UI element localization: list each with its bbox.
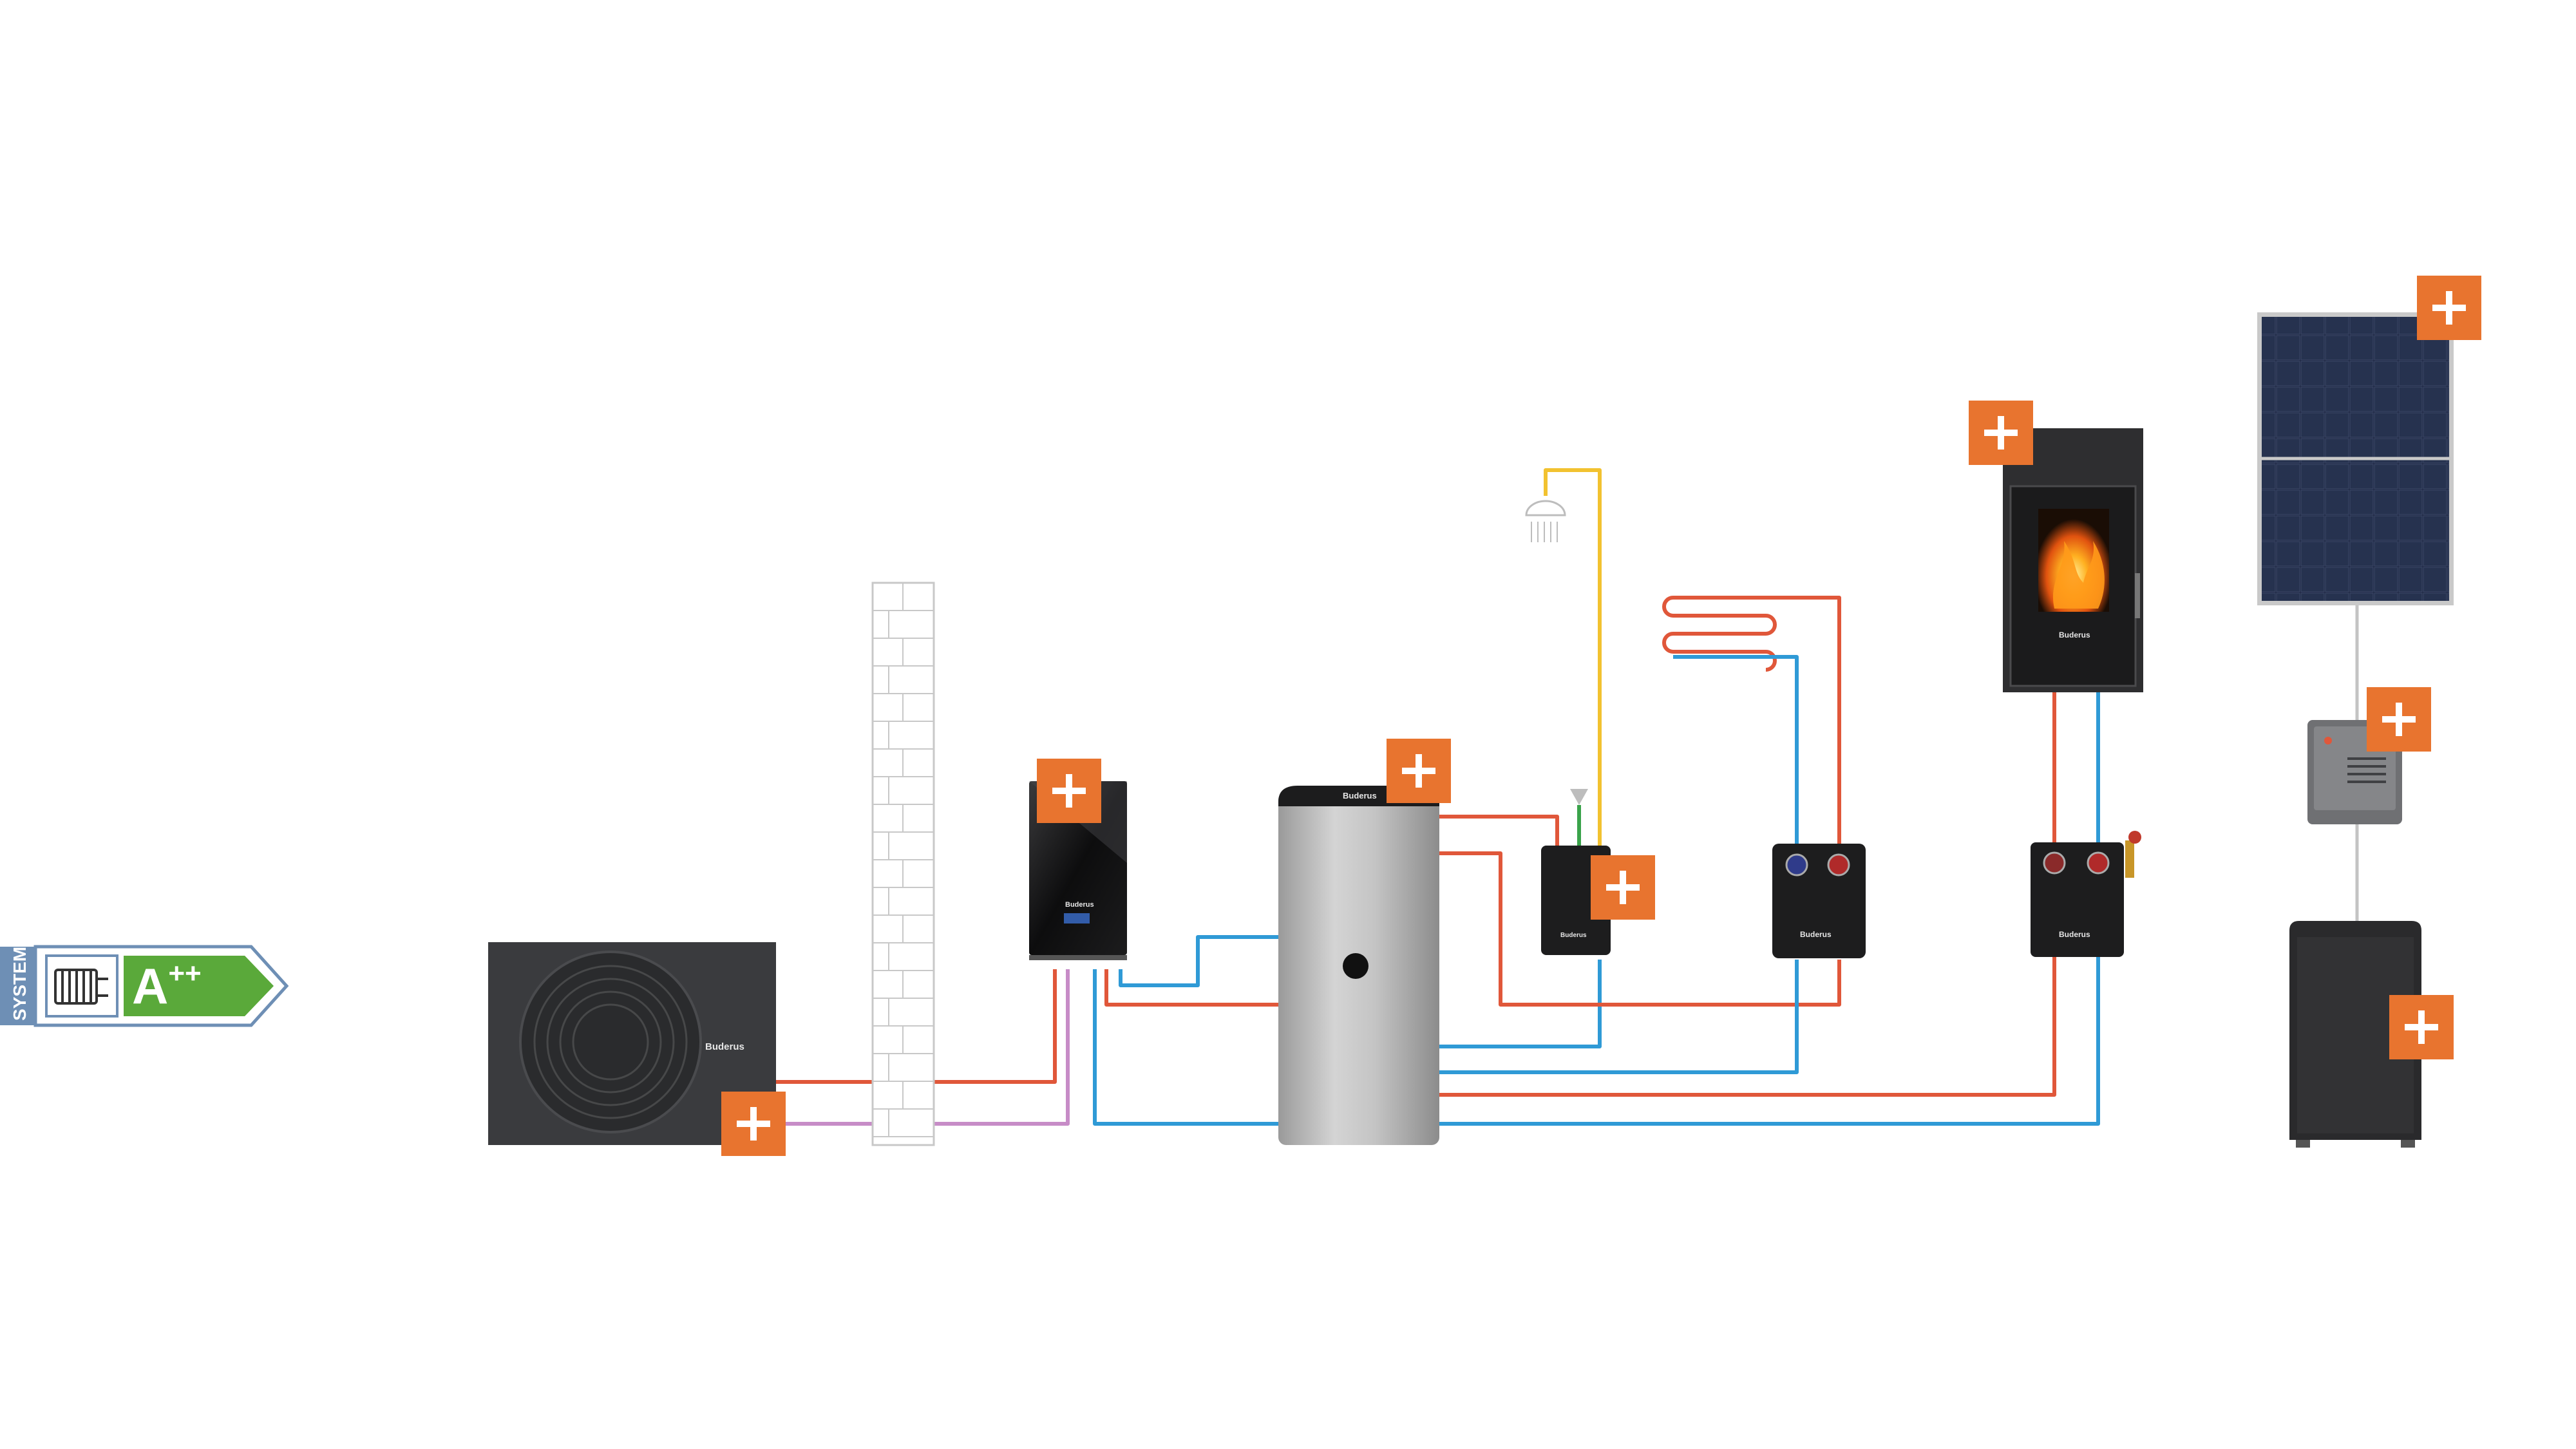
pipe-indoor-to-tank-hot xyxy=(1104,969,1278,1007)
stove: Buderus xyxy=(2003,428,2143,692)
plus-icon xyxy=(2432,291,2466,325)
inlet-valve-icon xyxy=(1570,789,1588,805)
pipe-tank-to-stove-station-cold xyxy=(1439,953,2100,1126)
stove-return-gauge-icon xyxy=(2043,851,2066,875)
pipes xyxy=(776,468,2359,1126)
energy-label-tab xyxy=(0,947,35,1025)
stove-supply-gauge-icon xyxy=(2087,851,2110,875)
storage-tank-brand: Buderus xyxy=(1343,791,1377,800)
pipe-tank-to-hcm-cold xyxy=(1439,960,1799,1074)
battery-storage xyxy=(2289,921,2421,1148)
pipe-underfloor-coil-cold xyxy=(1673,655,1799,850)
plus-button-stove[interactable] xyxy=(1969,401,2033,465)
indoor-unit-display xyxy=(1064,913,1090,923)
plus-button-inverter[interactable] xyxy=(2367,687,2431,752)
energy-label: SYSTEM A++ xyxy=(0,945,289,1027)
supply-temperature-gauge-icon xyxy=(1827,853,1850,876)
flame-icon xyxy=(2052,541,2105,609)
plus-button-fresh-water-station[interactable] xyxy=(1591,855,1655,920)
plus-icon xyxy=(2405,1010,2438,1044)
pipe-dhw-shower xyxy=(1544,468,1602,850)
plus-icon xyxy=(1606,871,1640,904)
storage-tank-port xyxy=(1343,953,1368,979)
radiator-icon xyxy=(54,969,108,1005)
pipe-tank-to-hcm-hot xyxy=(1439,851,1841,1007)
pipe-tank-to-stove-station-hot xyxy=(1439,953,2056,1097)
stove-brand: Buderus xyxy=(2059,630,2090,639)
plus-button-storage-tank[interactable] xyxy=(1387,739,1451,803)
pipe-heatpump-supply xyxy=(776,969,1057,1084)
plus-icon xyxy=(2382,703,2416,736)
energy-label-grade: A++ xyxy=(132,958,202,1014)
plus-icon xyxy=(1402,754,1435,788)
storage-tank: Buderus xyxy=(1278,786,1439,1145)
plus-icon xyxy=(1984,416,2018,450)
energy-label-grade-letter: A xyxy=(132,958,168,1014)
plus-icon xyxy=(737,1107,770,1141)
heat-pump-brand: Buderus xyxy=(705,1041,744,1052)
solar-panel xyxy=(2257,312,2454,605)
house-wall xyxy=(871,582,935,1146)
stove-pump-station-brand: Buderus xyxy=(2059,930,2090,939)
plus-button-solar-panel[interactable] xyxy=(2417,276,2481,340)
energy-label-icon-box xyxy=(45,954,118,1018)
fresh-water-station-brand: Buderus xyxy=(1560,932,1587,939)
inverter-status-led xyxy=(2324,737,2332,744)
plus-button-battery-storage[interactable] xyxy=(2389,995,2454,1059)
safety-valve-icon xyxy=(2125,831,2141,878)
energy-label-side-text: SYSTEM xyxy=(10,947,30,1021)
plus-buttons xyxy=(721,276,2481,1156)
energy-label-grade-suffix: ++ xyxy=(168,958,201,989)
heating-circuit-module: Buderus xyxy=(1772,844,1866,958)
return-temperature-gauge-icon xyxy=(1785,853,1808,876)
pipe-tank-to-fws-hot xyxy=(1439,815,1559,850)
indoor-unit-brand: Buderus xyxy=(1065,901,1094,909)
plus-button-indoor-unit[interactable] xyxy=(1037,759,1101,823)
heating-circuit-module-brand: Buderus xyxy=(1800,930,1832,939)
energy-label-arrow xyxy=(124,956,274,1016)
pipe-indoor-to-tank-cold xyxy=(1119,935,1278,987)
plus-button-heat-pump[interactable] xyxy=(721,1092,786,1156)
pipe-underfloor-coil-hot xyxy=(1662,596,1841,850)
plus-icon xyxy=(1052,774,1086,808)
pipe-tank-to-fws-cold xyxy=(1439,960,1602,1048)
pipe-bottom-return xyxy=(1093,969,1278,1126)
stove-pump-station: Buderus xyxy=(2031,831,2141,957)
shower-head-icon xyxy=(1525,500,1566,516)
